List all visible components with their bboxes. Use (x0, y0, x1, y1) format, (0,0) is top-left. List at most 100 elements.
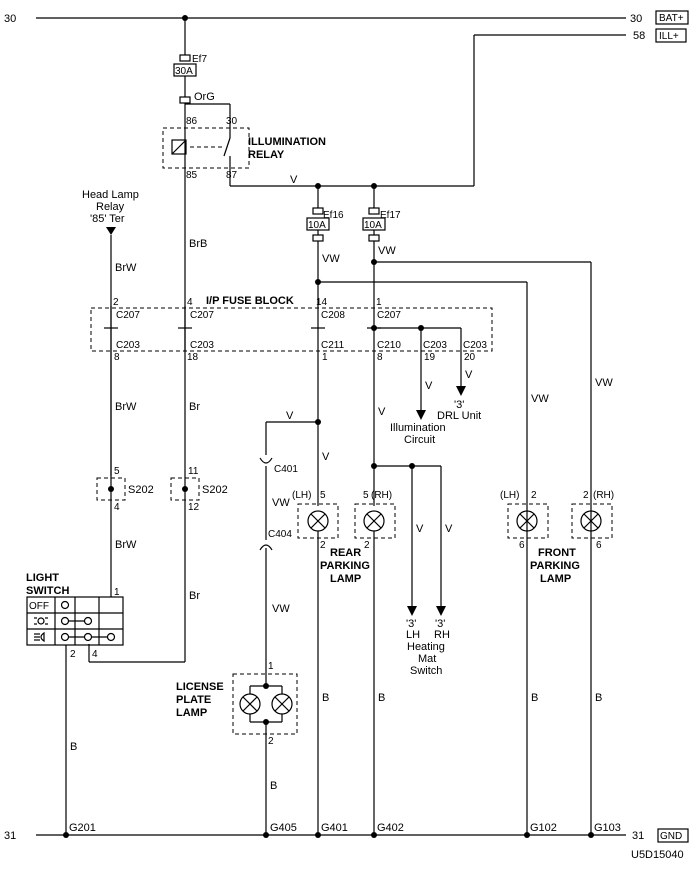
wire-v-heat-lh: V (416, 523, 424, 535)
s202a-top: 5 (114, 466, 120, 477)
heat-rh-1: '3' (435, 618, 445, 630)
illum-circuit-2: Circuit (404, 434, 435, 446)
s202a-name: S202 (128, 484, 154, 496)
license-title-1: LICENSE (176, 681, 224, 693)
fuse-ef16: Ef16 10A (306, 186, 344, 242)
fb-lower-conn-4: C210 (377, 340, 401, 351)
ground-points: G201 G405 G401 G402 G102 G103 (63, 822, 621, 838)
ill-rail: 58 ILL+ (474, 28, 687, 43)
front-title-2: PARKING (530, 560, 580, 572)
switch-pin-4: 4 (92, 649, 98, 660)
fb-lower-conn-2: C203 (190, 340, 214, 351)
fb-upper-pin-3: 14 (316, 297, 328, 308)
ground-g402: G402 (377, 822, 404, 834)
gnd-rail-num-left: 31 (4, 830, 16, 842)
rear-lh-bot: 2 (320, 540, 326, 551)
splice-s202-b: 11 12 S202 (170, 466, 228, 513)
wire-v-rear: V (322, 451, 330, 463)
fuse-block-title: I/P FUSE BLOCK (206, 295, 294, 307)
rear-rh-bot: 2 (364, 540, 370, 551)
wire-br-mid: Br (189, 401, 200, 413)
fb-upper-pin-4: 1 (376, 297, 382, 308)
fb-upper-conn-1: C207 (116, 310, 140, 321)
front-lh-bot: 6 (519, 540, 525, 551)
fb-lower-pin-1: 8 (114, 352, 120, 363)
wire-v-bus: V (290, 174, 298, 186)
wire-v-heat-rh: V (445, 523, 453, 535)
rear-rh-top: 5 (363, 490, 369, 501)
s202b-top: 11 (188, 466, 199, 477)
splice-s202-a: 5 4 S202 (96, 466, 154, 513)
fuse-ef17: Ef17 10A (362, 186, 401, 242)
front-lh-label: (LH) (500, 490, 519, 501)
wire-brw-mid: BrW (115, 401, 137, 413)
wire-b-rear-rh: B (378, 692, 385, 704)
fb-lower-pin-4: 8 (377, 352, 383, 363)
s202a-bot: 4 (114, 502, 120, 513)
wire-brw-bot: BrW (115, 539, 137, 551)
s202b-bot: 12 (188, 502, 200, 513)
connector-c404: C404 (268, 529, 292, 540)
heat-line-2: Mat (418, 653, 436, 665)
drl-1: '3' (454, 399, 464, 411)
wire-v-rear-rh: V (378, 406, 386, 418)
fb-lower-conn-1: C203 (116, 340, 140, 351)
front-title-1: FRONT (538, 547, 576, 559)
ef17-rating: 10A (364, 220, 382, 231)
hl-relay-2: Relay (96, 201, 125, 213)
switch-off-label: OFF (29, 601, 49, 612)
front-lh-top: 2 (531, 490, 537, 501)
ground-g201: G201 (69, 822, 96, 834)
license-title-2: PLATE (176, 694, 211, 706)
ill-tag: ILL+ (659, 31, 679, 42)
wire-v-license: V (286, 410, 294, 422)
rear-title-1: REAR (330, 547, 361, 559)
heat-line-3: Switch (410, 665, 442, 677)
front-parking-lamp: (LH) 2 2 (RH) 6 6 FRONT PARKING LAMP (500, 490, 614, 585)
parking-light-icon (34, 617, 48, 625)
illumination-relay: 86 30 85 87 ILLUMINATION RELAY (162, 116, 326, 181)
fb-upper-conn-3: C208 (321, 310, 345, 321)
bat-rail-num-right: 30 (630, 13, 642, 25)
license-title-3: LAMP (176, 707, 207, 719)
ip-fuse-block: I/P FUSE BLOCK 2 C207 4 C207 14 C208 1 C… (90, 295, 493, 363)
fb-lower-conn-6: C203 (463, 340, 487, 351)
fb-lower-pin-2: 18 (187, 352, 199, 363)
wire-vw-ef17: VW (378, 245, 396, 257)
ef7-rating: 30A (175, 66, 193, 77)
rear-parking-lamp: (LH) 5 5 (RH) 2 2 REAR PARKING LAMP (292, 490, 396, 585)
fb-upper-pin-2: 4 (187, 297, 193, 308)
wire-vw-front-rh: VW (595, 377, 613, 389)
hl-relay-1: Head Lamp (82, 189, 139, 201)
bat-rail-num-left: 30 (4, 13, 16, 25)
ground-g405: G405 (270, 822, 297, 834)
wire-b-front-lh: B (531, 692, 538, 704)
fb-upper-conn-4: C207 (377, 310, 401, 321)
wire-br-bot: Br (189, 590, 200, 602)
fb-lower-conn-5: C203 (423, 340, 447, 351)
front-rh-label: (RH) (593, 490, 614, 501)
bat-tag: BAT+ (659, 13, 684, 24)
wire-vw-license-1: VW (272, 497, 290, 509)
relay-title-2: RELAY (248, 149, 285, 161)
wire-b-rear-lh: B (322, 692, 329, 704)
diagram-id: U5D15040 (631, 849, 684, 861)
license-pin-bot: 2 (268, 736, 274, 747)
fb-upper-conn-2: C207 (190, 310, 214, 321)
wire-b-switch: B (70, 741, 77, 753)
wire-vw-ef16: VW (322, 253, 340, 265)
front-rh-top: 2 (583, 490, 589, 501)
rear-lh-top: 5 (320, 490, 326, 501)
switch-title-2: SWITCH (26, 585, 69, 597)
wire-vw-front-lh: VW (531, 393, 549, 405)
relay-pin-30: 30 (226, 116, 238, 127)
ef17-name: Ef17 (380, 210, 401, 221)
switch-title-1: LIGHT (26, 572, 59, 584)
heat-lh-2: LH (406, 629, 420, 641)
hl-relay-3: '85' Ter (90, 213, 125, 225)
wire-b-license: B (270, 780, 277, 792)
heat-line-1: Heating (407, 641, 445, 653)
ground-g102: G102 (530, 822, 557, 834)
heat-lh-1: '3' (406, 618, 416, 630)
